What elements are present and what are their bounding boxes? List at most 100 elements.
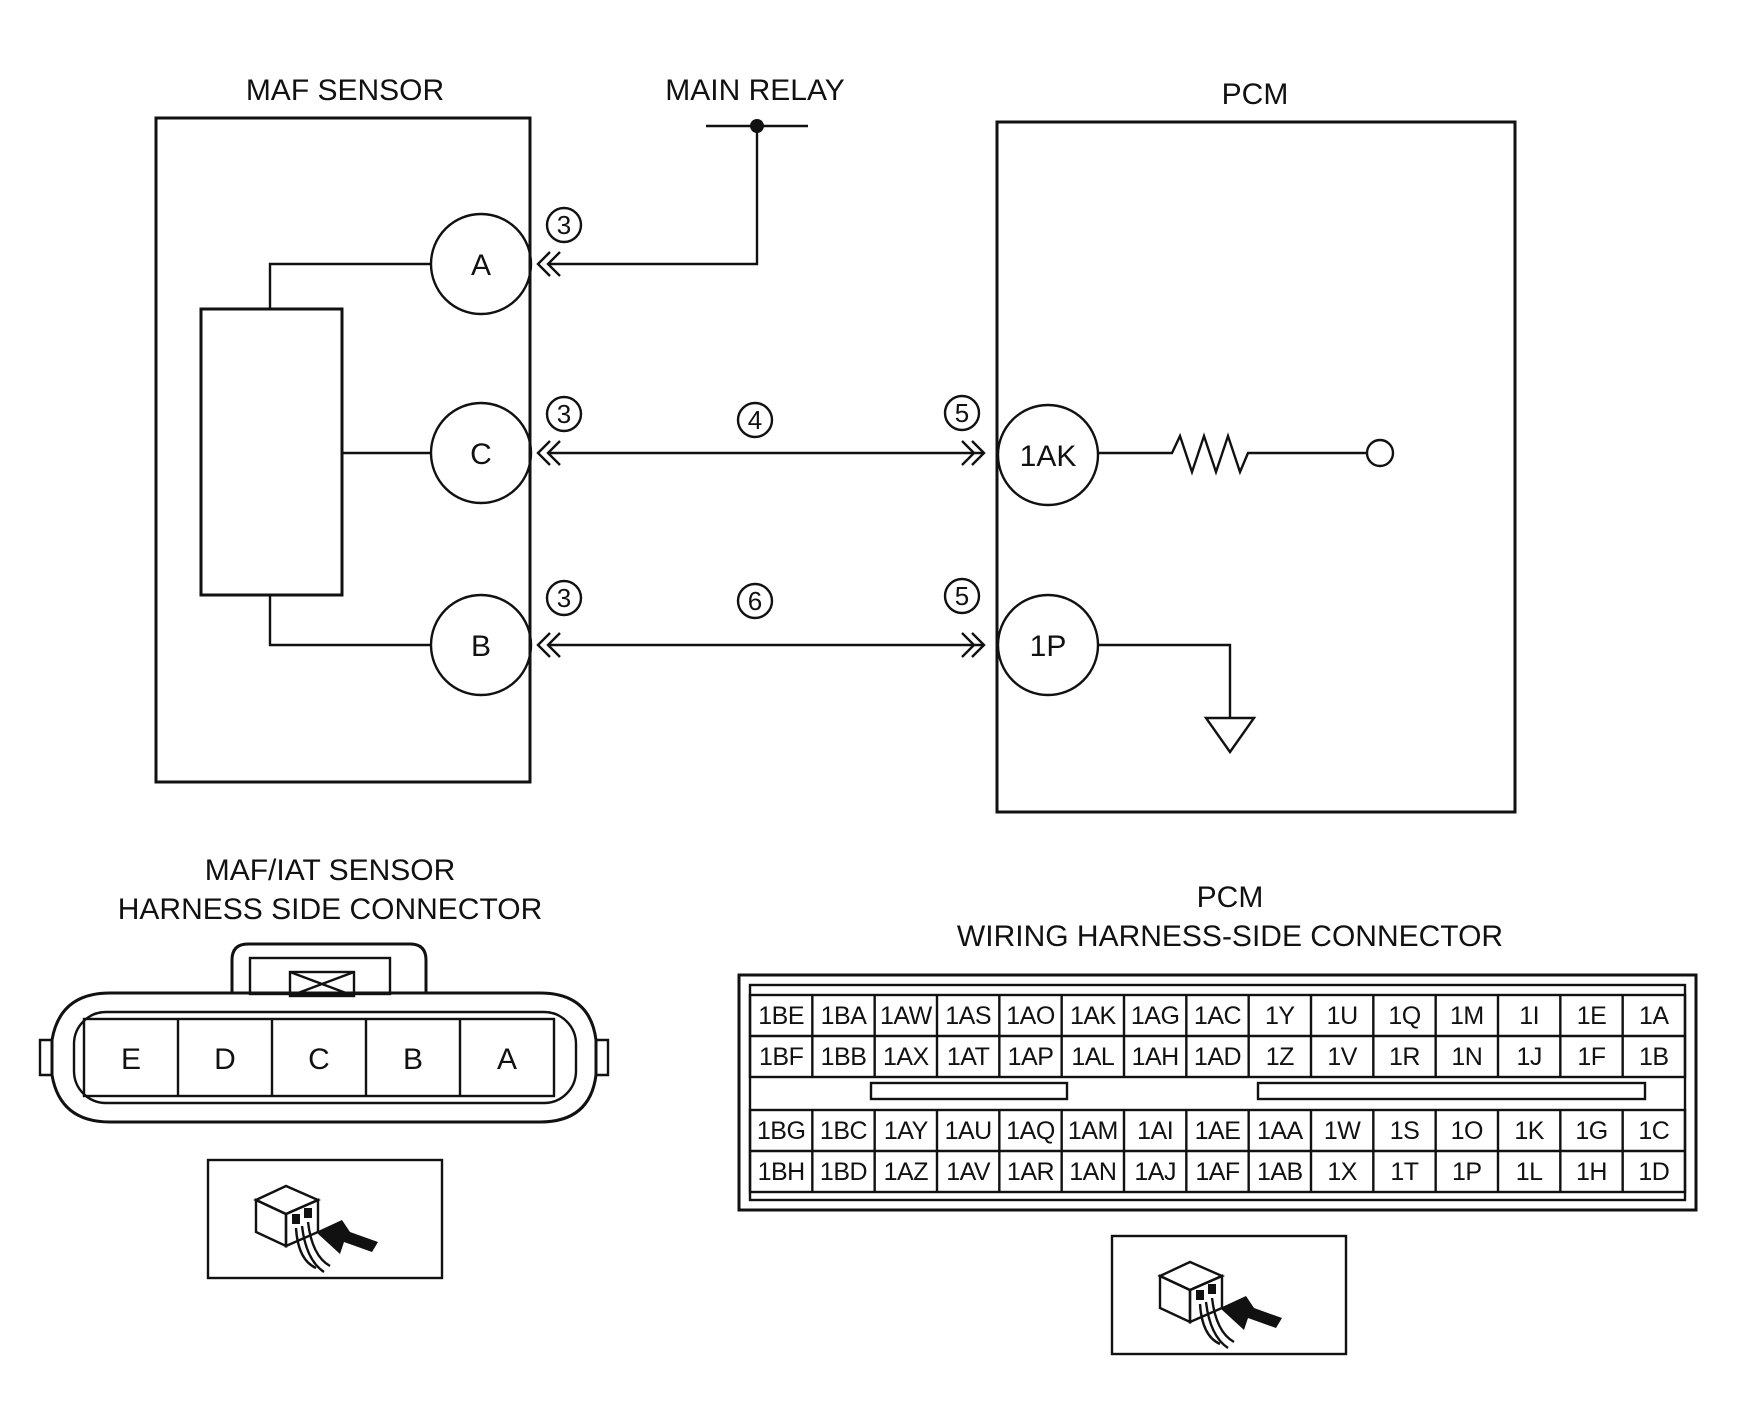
svg-text:3: 3 [557, 210, 571, 240]
pcm-terminal-1ao: 1AO [1006, 1002, 1055, 1030]
pcm-connector-title-2: WIRING HARNESS-SIDE CONNECTOR [957, 920, 1503, 953]
pcm-terminal-1ac: 1AC [1194, 1002, 1242, 1030]
ground-symbol [1098, 643, 1257, 755]
pull-up-resistor [1098, 432, 1395, 476]
svg-text:A: A [471, 249, 491, 282]
pcm-terminal-1ai: 1AI [1137, 1117, 1173, 1145]
pcm-terminal-1ak: 1AK [1070, 1002, 1117, 1030]
pcm-pin-1ak: 1AK [996, 403, 1100, 507]
pcm-terminal-1s: 1S [1390, 1117, 1420, 1145]
callout-p-connector: ⑤ 5 [943, 577, 981, 615]
pcm-terminal-1q: 1Q [1388, 1002, 1420, 1030]
pcm-terminal-1u: 1U [1327, 1002, 1358, 1030]
pcm-terminal-1z: 1Z [1266, 1043, 1294, 1071]
callout-b-connector: ③ 3 [545, 579, 583, 617]
pcm-terminal-1r: 1R [1389, 1043, 1420, 1071]
svg-text:5: 5 [955, 581, 969, 611]
pcm-terminal-1i: 1I [1519, 1002, 1539, 1030]
pcm-terminal-1ay: 1AY [884, 1117, 929, 1145]
callout-b-wire: ⑥ 6 [736, 582, 774, 620]
maf-connector-cell-a: A [458, 1019, 517, 1096]
main-relay-title: MAIN RELAY [665, 74, 845, 107]
pcm-terminal-1k: 1K [1514, 1117, 1544, 1145]
pcm-terminal-1h: 1H [1576, 1158, 1607, 1186]
pcm-terminal-1bd: 1BD [820, 1158, 867, 1186]
pcm-terminal-1p: 1P [1452, 1158, 1482, 1186]
harness-side-view-icon [206, 1158, 444, 1280]
pcm-pin-1p: 1P [996, 593, 1100, 697]
pcm-terminal-1g: 1G [1575, 1117, 1607, 1145]
pcm-terminal-1d: 1D [1638, 1158, 1669, 1186]
maf-connector-body [38, 942, 610, 1124]
pcm-terminal-1bg: 1BG [757, 1117, 806, 1145]
maf-connector-title-2: HARNESS SIDE CONNECTOR [118, 893, 543, 926]
pcm-terminal-1al: 1AL [1071, 1043, 1115, 1071]
pcm-terminal-1o: 1O [1451, 1117, 1483, 1145]
pcm-terminal-1ba: 1BA [821, 1002, 868, 1030]
pcm-terminal-1l: 1L [1516, 1158, 1543, 1186]
svg-text:E: E [121, 1043, 141, 1076]
maf-pin-b: B [429, 593, 533, 697]
pcm-terminal-1bc: 1BC [820, 1117, 868, 1145]
pcm-box [995, 120, 1517, 814]
pcm-terminal-1ah: 1AH [1132, 1043, 1179, 1071]
maf-connector-title-1: MAF/IAT SENSOR [205, 854, 456, 887]
pcm-terminal-1n: 1N [1451, 1043, 1482, 1071]
pcm-terminal-1aj: 1AJ [1134, 1158, 1176, 1186]
maf-connector-cell-e: E [121, 1043, 141, 1076]
callout-c-connector: ③ 3 [545, 395, 583, 433]
pcm-terminal-1ap: 1AP [1008, 1043, 1054, 1071]
pcm-terminal-1t: 1T [1390, 1158, 1418, 1186]
svg-text:B: B [471, 630, 491, 663]
pcm-terminal-1j: 1J [1516, 1043, 1541, 1071]
pcm-terminal-1e: 1E [1577, 1002, 1607, 1030]
pcm-terminal-1an: 1AN [1069, 1158, 1116, 1186]
svg-text:5: 5 [955, 398, 969, 428]
svg-text:C: C [470, 438, 492, 471]
pcm-terminal-1y: 1Y [1265, 1002, 1295, 1030]
callout-c-wire: ④ 4 [736, 401, 774, 439]
harness-side-view-icon [1110, 1234, 1348, 1356]
maf-pin-a: A [429, 212, 533, 316]
pcm-terminal-1f: 1F [1577, 1043, 1605, 1071]
pcm-terminal-1v: 1V [1327, 1043, 1357, 1071]
pcm-terminal-1as: 1AS [945, 1002, 991, 1030]
maf-pin-c: C [429, 401, 533, 505]
svg-text:4: 4 [748, 405, 762, 435]
pcm-terminal-1aw: 1AW [880, 1002, 933, 1030]
maf-sensor-element [199, 307, 344, 597]
pcm-terminal-1bh: 1BH [758, 1158, 805, 1186]
pcm-terminal-1ad: 1AD [1194, 1043, 1241, 1071]
pcm-terminal-1be: 1BE [758, 1002, 804, 1030]
pcm-terminal-1af: 1AF [1195, 1158, 1240, 1186]
pcm-terminal-1ab: 1AB [1257, 1158, 1303, 1186]
pcm-terminal-1w: 1W [1324, 1117, 1361, 1145]
maf-sensor-title: MAF SENSOR [246, 74, 444, 107]
callout-a-connector: ③ 3 [545, 206, 583, 244]
pcm-terminal-1av: 1AV [946, 1158, 991, 1186]
pcm-connector-chevrons [961, 440, 986, 658]
pcm-connector-title-1: PCM [1197, 881, 1264, 914]
svg-text:1AK: 1AK [1020, 440, 1077, 473]
pcm-terminal-1at: 1AT [947, 1043, 990, 1071]
svg-text:1P: 1P [1030, 630, 1067, 663]
pcm-terminal-1ae: 1AE [1195, 1117, 1241, 1145]
pcm-terminal-1aq: 1AQ [1006, 1117, 1055, 1145]
pcm-terminal-1az: 1AZ [884, 1158, 929, 1186]
maf-internal-wires [268, 262, 432, 647]
svg-text:B: B [403, 1043, 423, 1076]
pcm-terminal-1ar: 1AR [1007, 1158, 1054, 1186]
pcm-terminal-1ag: 1AG [1131, 1002, 1180, 1030]
pcm-connector-body [737, 973, 1698, 1212]
pcm-terminal-1bb: 1BB [821, 1043, 867, 1071]
pcm-terminal-1a: 1A [1639, 1002, 1669, 1030]
pcm-terminal-1x: 1X [1327, 1158, 1357, 1186]
main-relay-wire [548, 119, 808, 266]
maf-connector-cell-d: D [176, 1019, 236, 1096]
svg-text:3: 3 [557, 399, 571, 429]
svg-text:D: D [214, 1043, 236, 1076]
pcm-title: PCM [1222, 78, 1289, 111]
maf-connector-cell-b: B [364, 1019, 423, 1096]
